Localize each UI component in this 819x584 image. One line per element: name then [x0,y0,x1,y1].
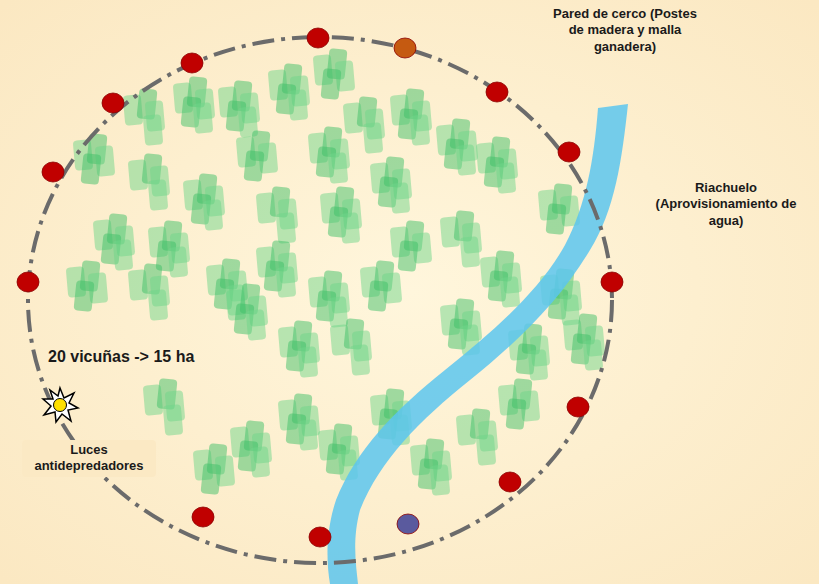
shrub [143,114,164,145]
shrub [148,179,169,210]
fence-post [499,472,521,492]
fence-post [307,28,329,48]
stocking-label: 20 vicuñas -> 15 ha [48,347,278,367]
shrub [113,239,134,270]
fence-posts [17,28,623,547]
fence-post [397,514,419,534]
fence-post [42,162,64,182]
fence-post [486,82,508,102]
shrub [505,398,526,430]
fence-line [28,37,612,563]
shrub [500,276,521,307]
shrub [320,68,341,100]
shrub [328,296,349,327]
shrub [200,463,221,495]
shrub [328,152,349,183]
shrub [390,182,411,213]
shrub [148,289,169,320]
light-label: Luces antidepredadores [22,440,156,477]
shrub [496,162,517,193]
shrub [73,280,94,312]
anti-predator-light [43,388,78,422]
shrub [243,150,264,182]
shrub [276,212,297,243]
shrub [363,122,384,153]
shrub [250,446,271,477]
vegetation [66,48,606,496]
fence-post [102,93,124,113]
shrub [246,309,267,340]
shrub [168,246,189,277]
shrub [460,236,481,267]
shrub [80,153,101,185]
fence-post [558,142,580,162]
shrub [545,203,566,235]
stream-label: Riachuelo (Aprovisionamiento de agua) [650,180,802,229]
shrub [476,434,497,465]
fence-post [394,38,416,58]
shrub [367,280,388,312]
shrub [276,266,297,297]
shrub [350,344,371,375]
shrub [340,212,361,243]
shrub [583,339,604,370]
shrub [203,199,224,230]
shrub [298,346,319,377]
shrub [298,419,319,450]
shrub [456,144,477,175]
fence-post [181,53,203,73]
fence-post [567,397,589,417]
shrub [397,240,418,272]
shrub [193,102,214,133]
fence-post [17,272,39,292]
shrub [410,114,431,145]
shrub [288,89,309,120]
fence-label: Pared de cerco (Postes de madera y malla… [545,6,705,55]
shrub [528,349,549,380]
stream [328,104,628,584]
shrub [163,404,184,435]
fence-post [309,527,331,547]
shrub [430,464,451,495]
fence-post [601,272,623,292]
fence-post [192,507,214,527]
